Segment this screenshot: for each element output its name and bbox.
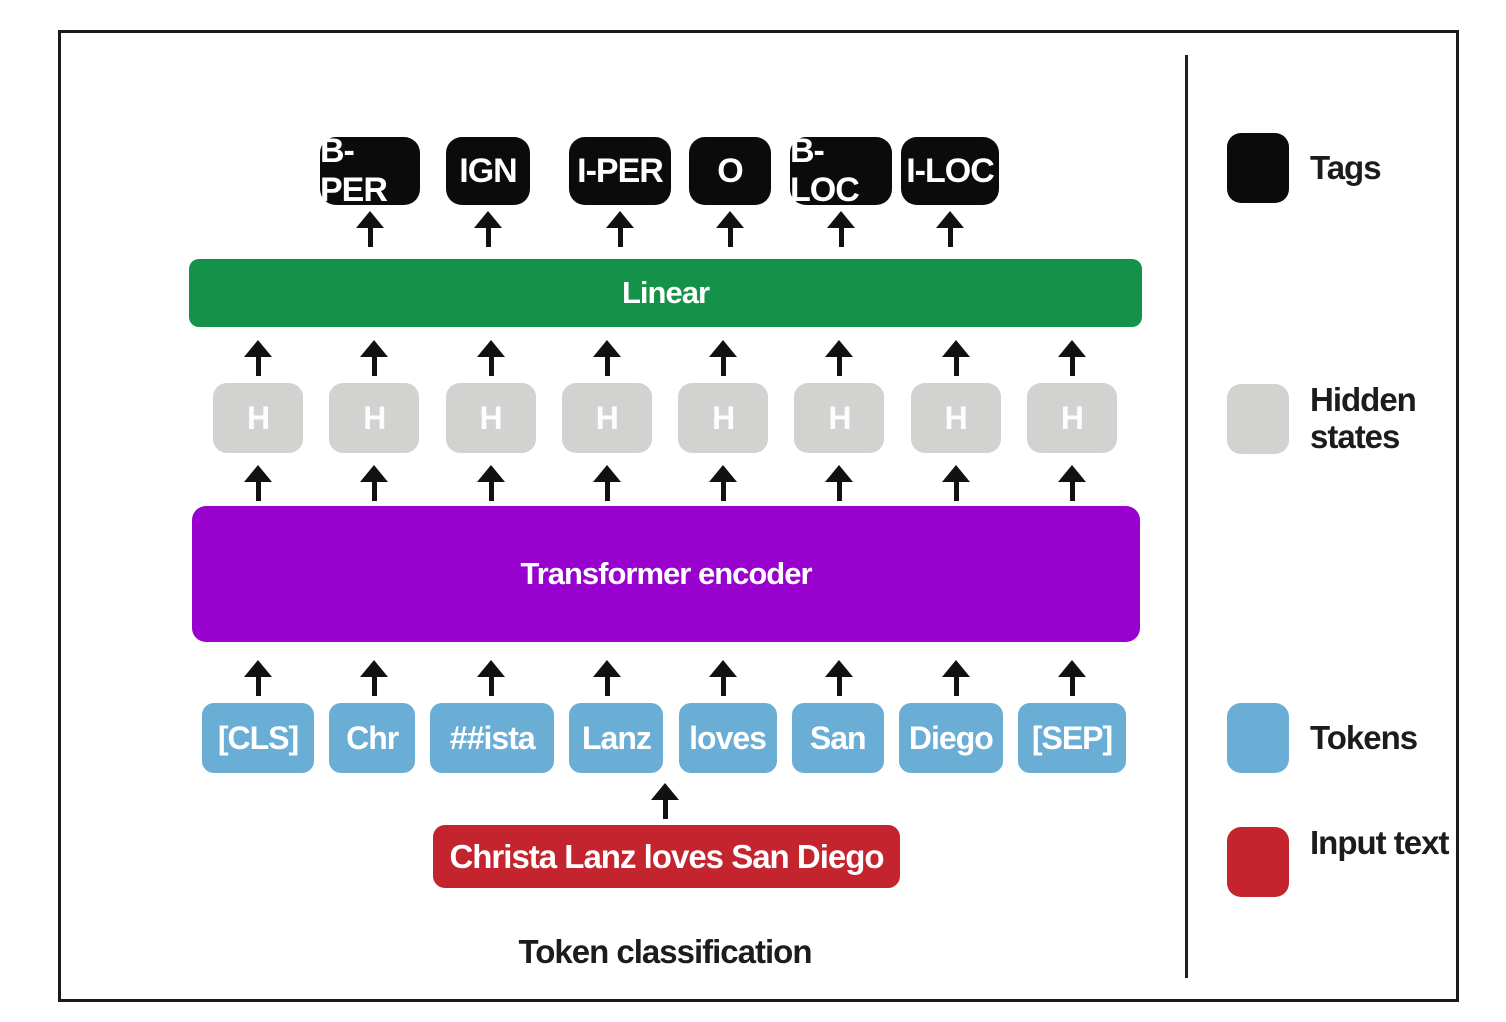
tag-box-b-per: B-PER <box>320 132 420 209</box>
linear-layer-bar: Linear <box>189 259 1142 327</box>
up-arrow-icon <box>827 211 855 247</box>
token-box-sep: [SEP] <box>1017 703 1126 773</box>
up-arrow-icon <box>716 211 744 247</box>
up-arrow-icon <box>825 465 854 501</box>
hidden-state-box: H <box>445 383 536 453</box>
hidden-state-box: H <box>1026 383 1117 453</box>
up-arrow-icon <box>709 660 738 696</box>
up-arrow-icon <box>244 465 272 501</box>
legend-divider <box>1185 55 1188 978</box>
token-box-cls: [CLS] <box>202 703 314 773</box>
tag-box-i-per: I-PER <box>569 137 671 205</box>
up-arrow-icon <box>651 783 679 819</box>
tag-box-o: O <box>689 137 771 205</box>
hidden-state-box: H <box>329 383 420 453</box>
up-arrow-icon <box>1057 660 1086 696</box>
up-arrow-icon <box>476 660 505 696</box>
token-box-lanz: Lanz <box>569 703 664 773</box>
up-arrow-icon <box>592 465 621 501</box>
input-text-box: Christa Lanz loves San Diego <box>433 825 900 888</box>
token-box-chr: Chr <box>329 703 416 773</box>
hidden-state-box: H <box>794 383 885 453</box>
up-arrow-icon <box>941 660 970 696</box>
up-arrow-icon <box>936 211 964 247</box>
up-arrow-icon <box>474 211 502 247</box>
encoder-to-hidden-arrow-row <box>244 465 1086 501</box>
token-box-san: San <box>791 703 884 773</box>
up-arrow-icon <box>941 465 970 501</box>
up-arrow-icon <box>1057 465 1086 501</box>
tag-box-i-loc: I-LOC <box>901 137 999 205</box>
transformer-encoder-bar: Transformer encoder <box>192 506 1140 642</box>
up-arrow-icon <box>476 465 505 501</box>
legend-swatch-tokens <box>1227 703 1289 773</box>
up-arrow-icon <box>1057 340 1086 376</box>
hidden-state-box: H <box>678 383 769 453</box>
legend-swatch-tags <box>1227 133 1289 203</box>
legend-swatch-hidden-states <box>1227 384 1289 454</box>
up-arrow-icon <box>825 340 854 376</box>
diagram-frame: B-PER IGN I-PER O B-LOC I-LOC Linear H <box>58 30 1459 1002</box>
hidden-state-box: H <box>213 383 303 453</box>
up-arrow-icon <box>244 340 272 376</box>
up-arrow-icon <box>476 340 505 376</box>
legend-swatch-input-text <box>1227 827 1289 897</box>
token-to-encoder-arrow-row <box>244 660 1086 696</box>
hidden-state-box: H <box>561 383 652 453</box>
up-arrow-icon <box>244 660 272 696</box>
up-arrow-icon <box>709 465 738 501</box>
legend-label-tokens: Tokens <box>1310 719 1418 756</box>
up-arrow-icon <box>360 465 389 501</box>
up-arrow-icon <box>360 340 389 376</box>
legend-label-tags: Tags <box>1310 149 1382 186</box>
token-box-ista: ##ista <box>430 703 555 773</box>
up-arrow-icon <box>360 660 389 696</box>
up-arrow-icon <box>606 211 634 247</box>
up-arrow-icon <box>825 660 854 696</box>
up-arrow-icon <box>941 340 970 376</box>
token-box-diego: Diego <box>898 703 1003 773</box>
legend-label-hidden-states: Hidden states <box>1310 381 1417 455</box>
hidden-to-linear-arrow-row <box>244 340 1086 376</box>
token-row: [CLS] Chr ##ista Lanz loves San Diego [S… <box>202 703 1126 773</box>
hidden-states-row: H H H H H H H H <box>213 383 1117 453</box>
up-arrow-icon <box>592 340 621 376</box>
tag-box-ign: IGN <box>446 137 530 205</box>
figure-caption: Token classification <box>518 933 813 970</box>
up-arrow-icon <box>592 660 621 696</box>
up-arrow-icon <box>709 340 738 376</box>
tag-box-b-loc: B-LOC <box>790 132 892 209</box>
up-arrow-icon <box>356 211 384 247</box>
token-box-loves: loves <box>678 703 777 773</box>
hidden-state-box: H <box>910 383 1001 453</box>
legend-label-input-text: Input text <box>1310 824 1449 861</box>
